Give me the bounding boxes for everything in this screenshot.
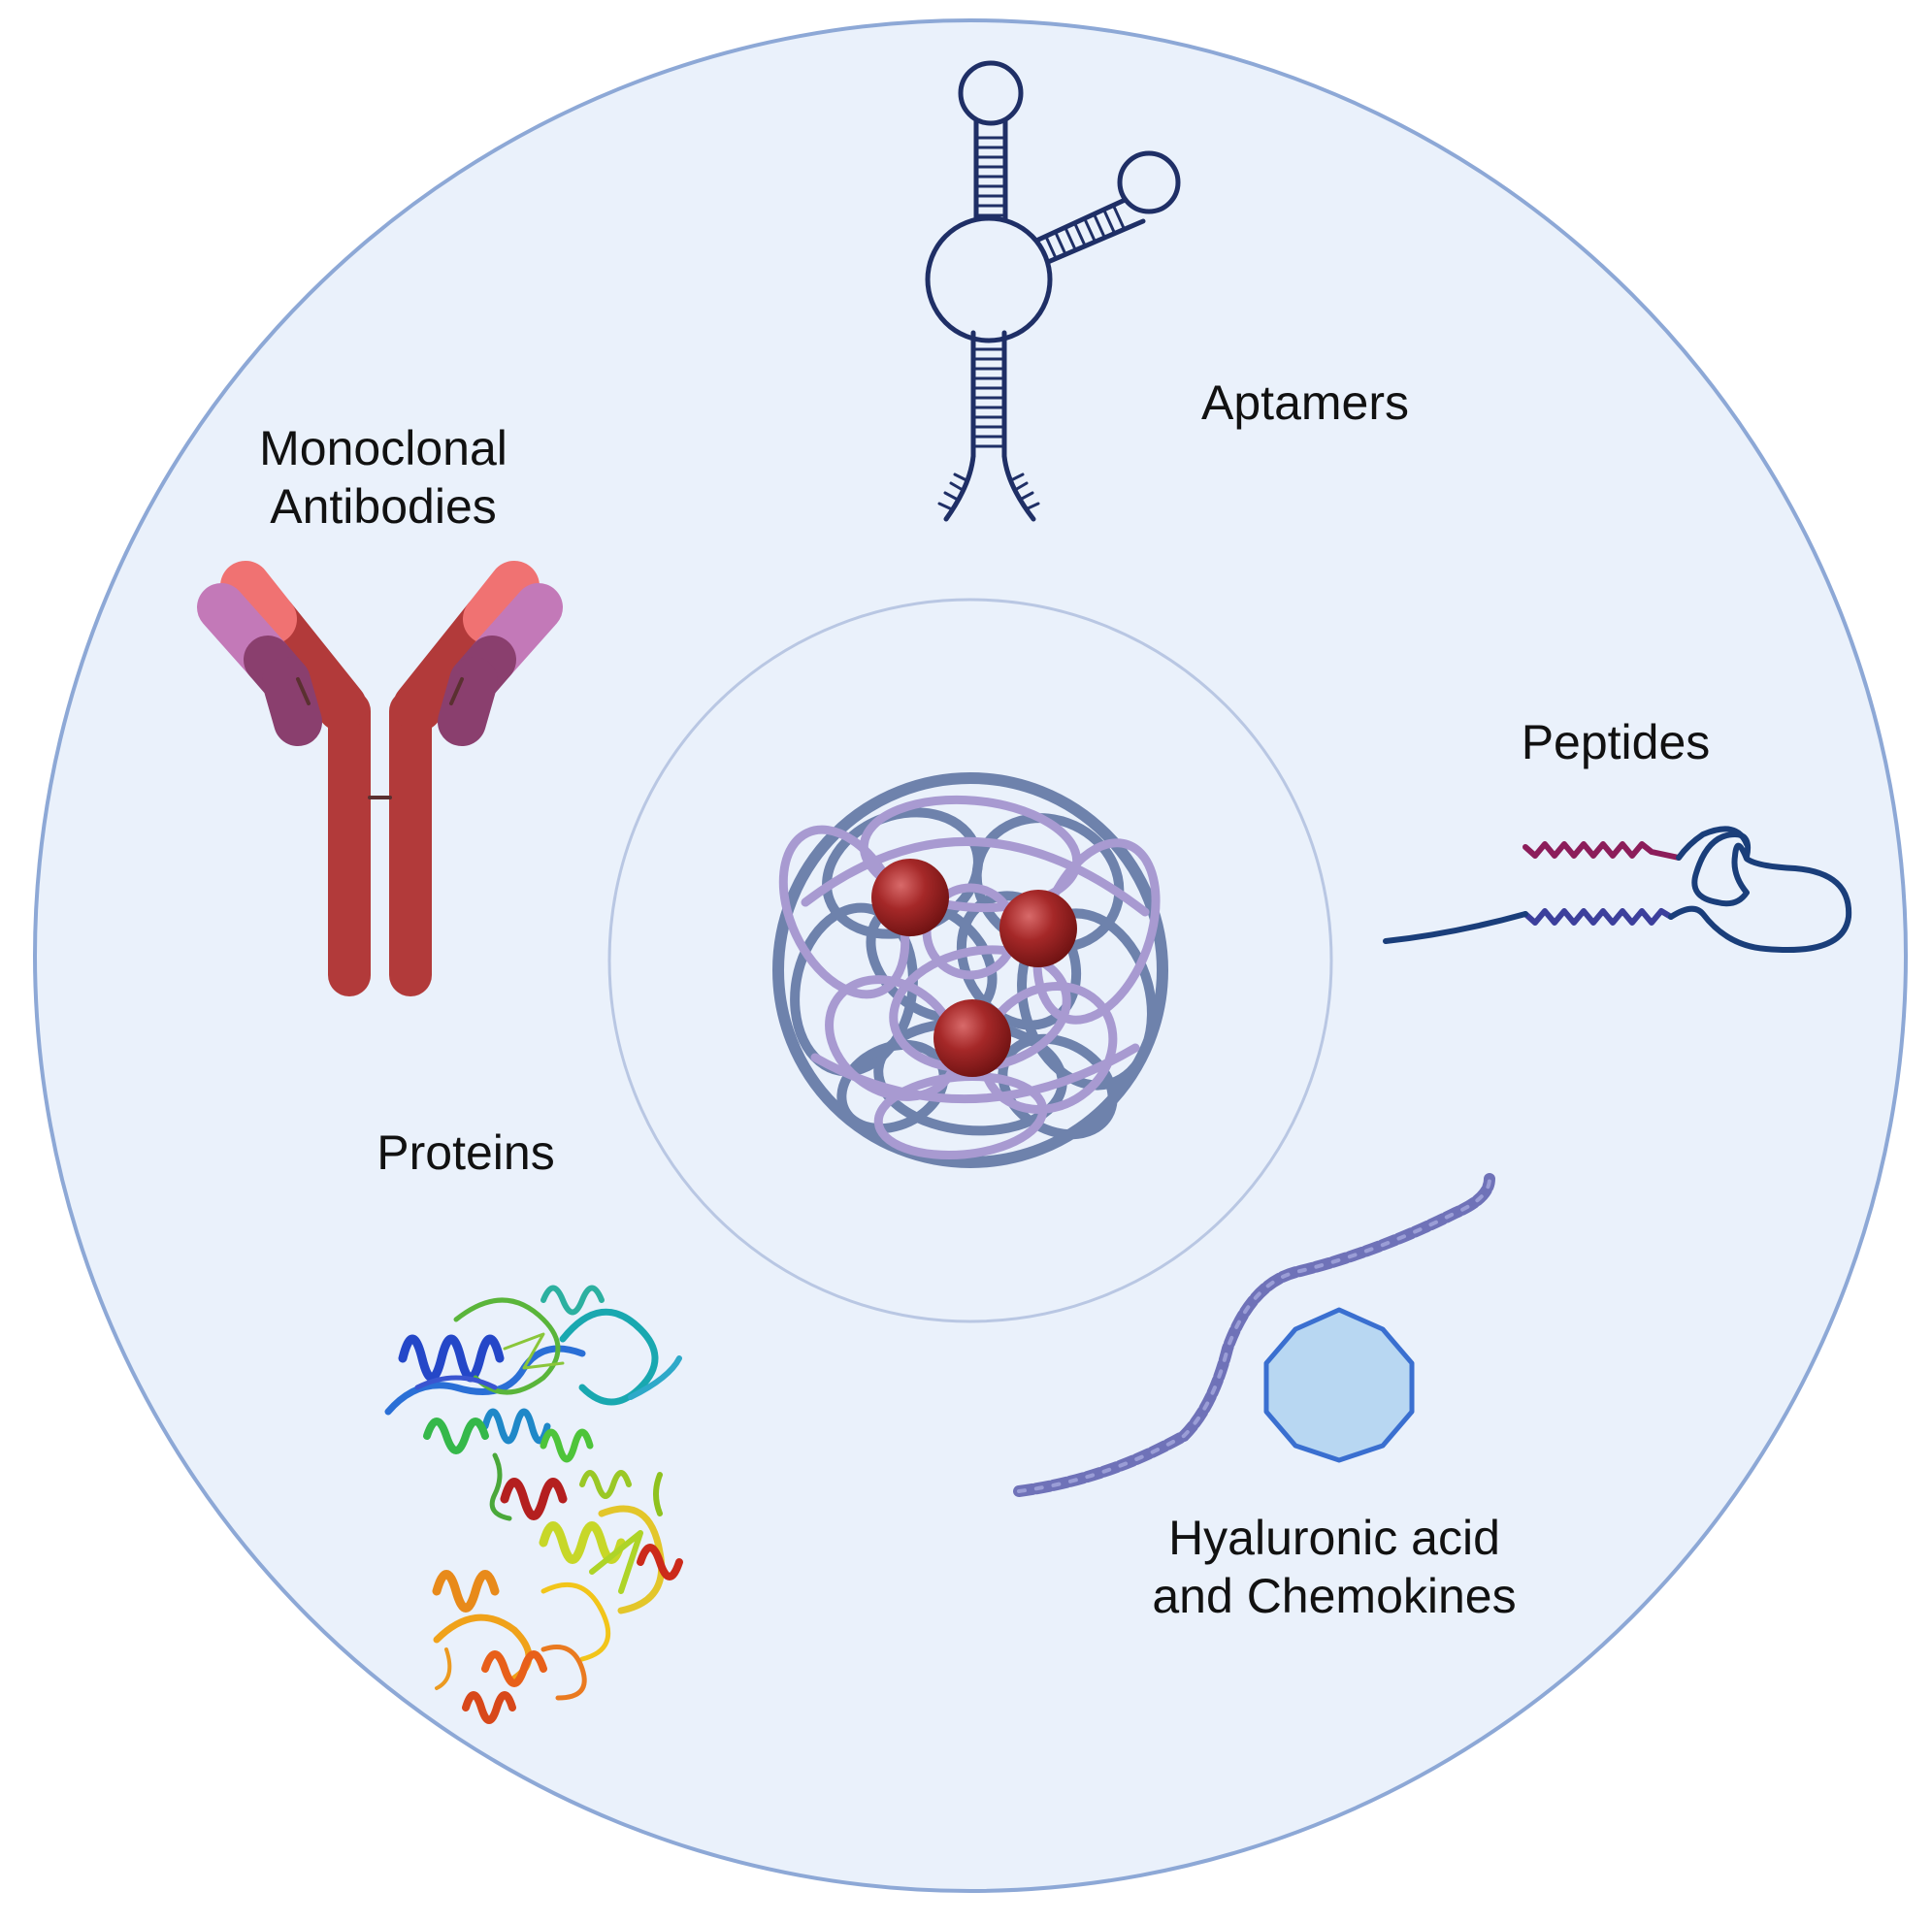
label-peptides: Peptides	[1475, 713, 1756, 771]
hyaluronic-acid-chain-icon	[1013, 1173, 1495, 1497]
label-proteins: Proteins	[330, 1124, 602, 1182]
label-antibodies-line1: Monoclonal	[259, 421, 508, 475]
inner-circle	[607, 598, 1333, 1323]
protein-structure-icon	[384, 1285, 683, 1724]
aptamer-icon	[925, 60, 1181, 522]
label-peptides-text: Peptides	[1521, 715, 1711, 769]
label-proteins-text: Proteins	[377, 1125, 555, 1180]
chemokine-octagon-icon	[1263, 1307, 1415, 1463]
label-hyaluronic-line1: Hyaluronic acid	[1168, 1511, 1500, 1565]
label-hyaluronic-line2: and Chemokines	[1152, 1569, 1517, 1623]
monoclonal-antibody-icon	[197, 561, 563, 996]
drug-sphere-icon	[871, 859, 1077, 1077]
label-hyaluronic-chemokines: Hyaluronic acid and Chemokines	[1116, 1509, 1553, 1625]
label-aptamers-text: Aptamers	[1201, 375, 1409, 430]
label-aptamers: Aptamers	[1160, 374, 1451, 432]
label-antibodies-line2: Antibodies	[270, 479, 497, 534]
peptide-icon	[1383, 826, 1852, 953]
label-monoclonal-antibodies: Monoclonal Antibodies	[228, 419, 539, 536]
